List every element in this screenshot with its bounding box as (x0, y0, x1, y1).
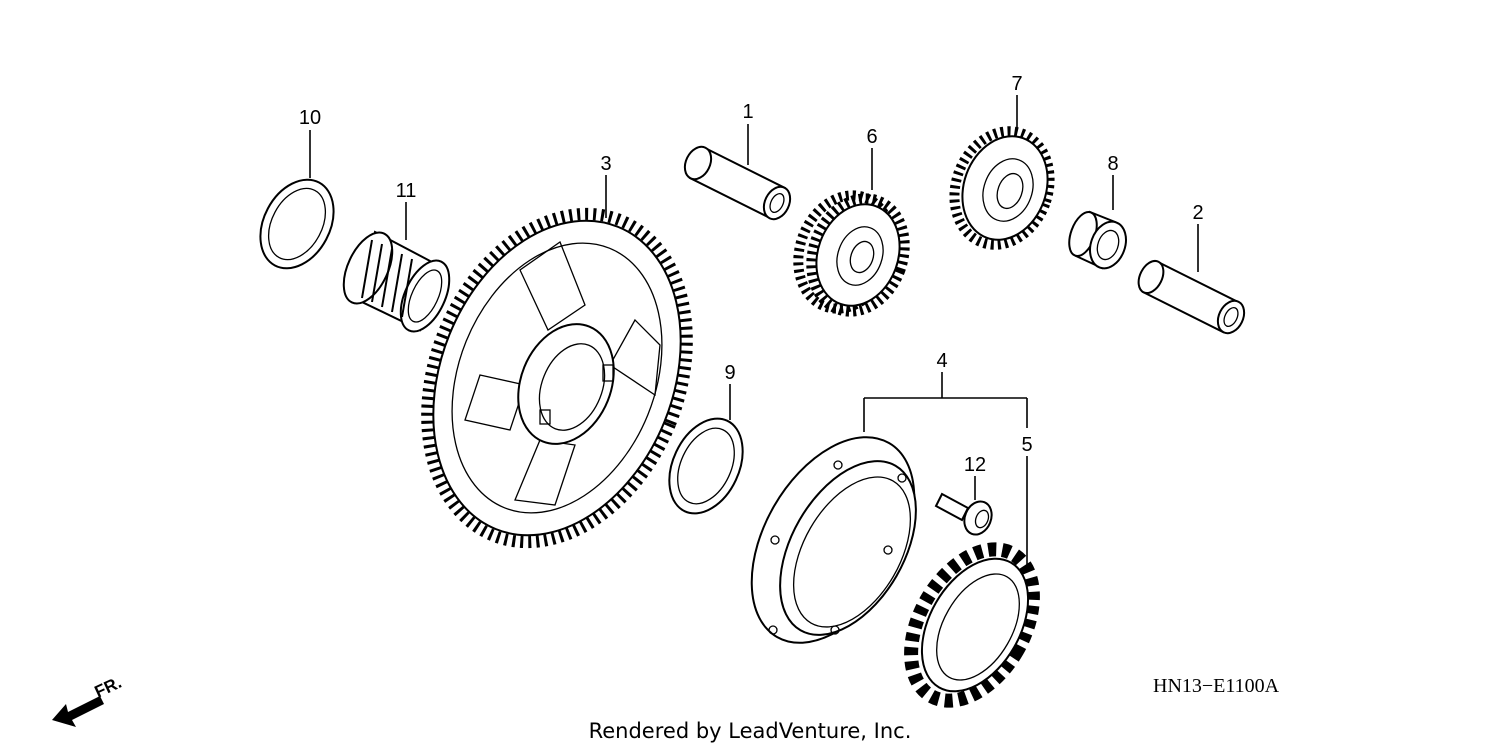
callout-4: 4 (936, 350, 947, 372)
callout-8: 8 (1107, 153, 1118, 175)
part-1-shaft[interactable] (680, 142, 795, 223)
callout-9: 9 (724, 362, 735, 384)
front-arrow-icon (52, 696, 104, 727)
callout-7: 7 (1011, 73, 1022, 95)
part-5-one-way-clutch[interactable] (886, 528, 1058, 722)
part-7-gear[interactable] (939, 118, 1065, 258)
render-credit: Rendered by LeadVenture, Inc. (589, 719, 912, 743)
leader-lines (309, 95, 1199, 568)
part-12-bolt[interactable] (934, 492, 996, 539)
part-6-gear[interactable] (783, 182, 920, 325)
callout-5: 5 (1021, 434, 1032, 456)
front-label: FR. (92, 673, 125, 702)
callout-labels: 10 11 3 1 6 7 8 2 9 4 5 12 (299, 73, 1204, 476)
callout-10: 10 (299, 107, 321, 129)
part-11-needle-bearing[interactable] (334, 225, 459, 339)
callout-11: 11 (396, 180, 417, 202)
diagram-code: HN13−E1100A (1153, 675, 1280, 697)
part-8-collar[interactable] (1064, 208, 1132, 273)
part-2-shaft[interactable] (1134, 257, 1250, 338)
part-9-washer[interactable] (655, 407, 757, 526)
part-10-washer[interactable] (246, 167, 348, 281)
callout-1: 1 (742, 101, 753, 123)
callout-6: 6 (866, 126, 877, 148)
part-3-driven-gear[interactable] (380, 175, 734, 582)
front-direction-indicator: FR. (52, 673, 125, 727)
callout-12: 12 (964, 454, 986, 476)
part-4-clutch-outer[interactable] (718, 409, 948, 671)
callout-2: 2 (1192, 202, 1203, 224)
callout-3: 3 (600, 153, 611, 175)
